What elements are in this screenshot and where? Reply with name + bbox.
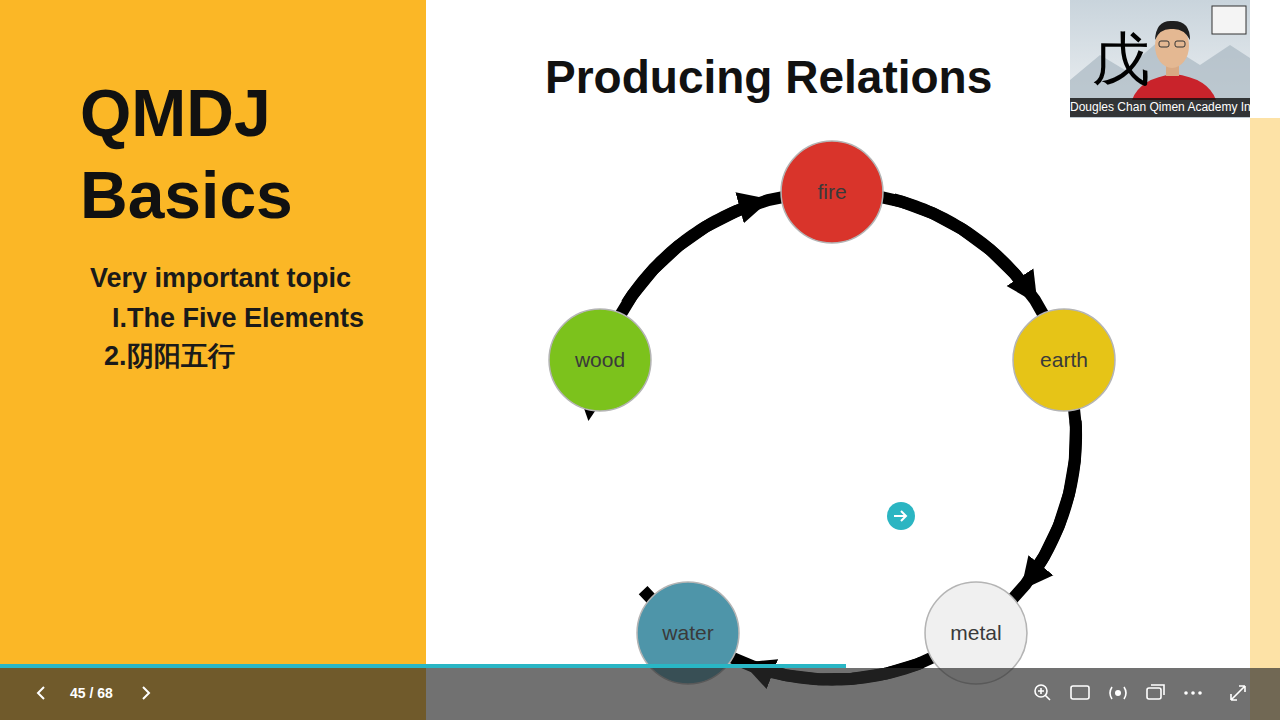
element-circle-fill [925, 582, 1027, 684]
webcam-frame [1070, 0, 1250, 118]
element-name: metal [950, 621, 1001, 645]
broadcast-waves [1110, 687, 1126, 699]
producing-arrow [1021, 421, 1076, 590]
next-button [143, 687, 149, 699]
keyboard-icon [1071, 686, 1089, 699]
element-name: earth [1040, 348, 1088, 372]
more-dot [1191, 691, 1195, 695]
producing-arrow [893, 199, 1037, 304]
pointer-icon [887, 502, 915, 530]
element-node: metal [924, 581, 1028, 685]
more-dot [1184, 691, 1188, 695]
element-circle-fill [549, 309, 651, 411]
element-name: fire [817, 180, 846, 204]
webcam-person-neck [1166, 62, 1179, 76]
webcam-glyph: 戊 [1092, 30, 1150, 88]
element-node: water [636, 581, 740, 685]
topic-item: I.The Five Elements [112, 302, 364, 334]
topic-item: 2.阴阳五行 [104, 340, 235, 372]
fullscreen-icon [1231, 686, 1245, 700]
webcam-logo [1212, 6, 1246, 34]
prev-button [38, 687, 44, 699]
element-circle-fill [637, 582, 739, 684]
more-dot [1198, 691, 1202, 695]
page-counter: 45 / 68 [70, 685, 113, 702]
webcam-person-glasses [1159, 41, 1169, 47]
right-strip [1250, 118, 1280, 720]
element-node: fire [780, 140, 884, 244]
presenter-name: Dougles Chan Qimen Academy Int. [1070, 98, 1250, 116]
zoom-icon [1035, 685, 1047, 697]
window-icon [1147, 688, 1161, 699]
producing-arrow [742, 663, 921, 680]
element-name: wood [575, 348, 625, 372]
pointer-arrow [894, 511, 906, 521]
slide-heading: QMDJ Basics [80, 72, 410, 236]
element-node: earth [1012, 308, 1116, 412]
window-icon-back [1151, 685, 1164, 695]
webcam-name-bar [1070, 98, 1250, 117]
topic-note: Very important topic [90, 262, 351, 294]
progress-line [0, 664, 846, 668]
viewer-toolbar [0, 668, 1280, 720]
zoom-icon-lines [1038, 688, 1050, 700]
element-node: wood [548, 308, 652, 412]
broadcast-icon [1115, 690, 1121, 696]
element-name: water [662, 621, 713, 645]
webcam-person-hair [1155, 21, 1190, 40]
webcam-person-face [1155, 24, 1189, 68]
left-panel [0, 0, 426, 720]
slide-title: Producing Relations [545, 54, 992, 100]
webcam-person-glasses [1175, 41, 1185, 47]
element-circle-fill [781, 141, 883, 243]
producing-arrow [626, 199, 770, 304]
element-circle-fill [1013, 309, 1115, 411]
